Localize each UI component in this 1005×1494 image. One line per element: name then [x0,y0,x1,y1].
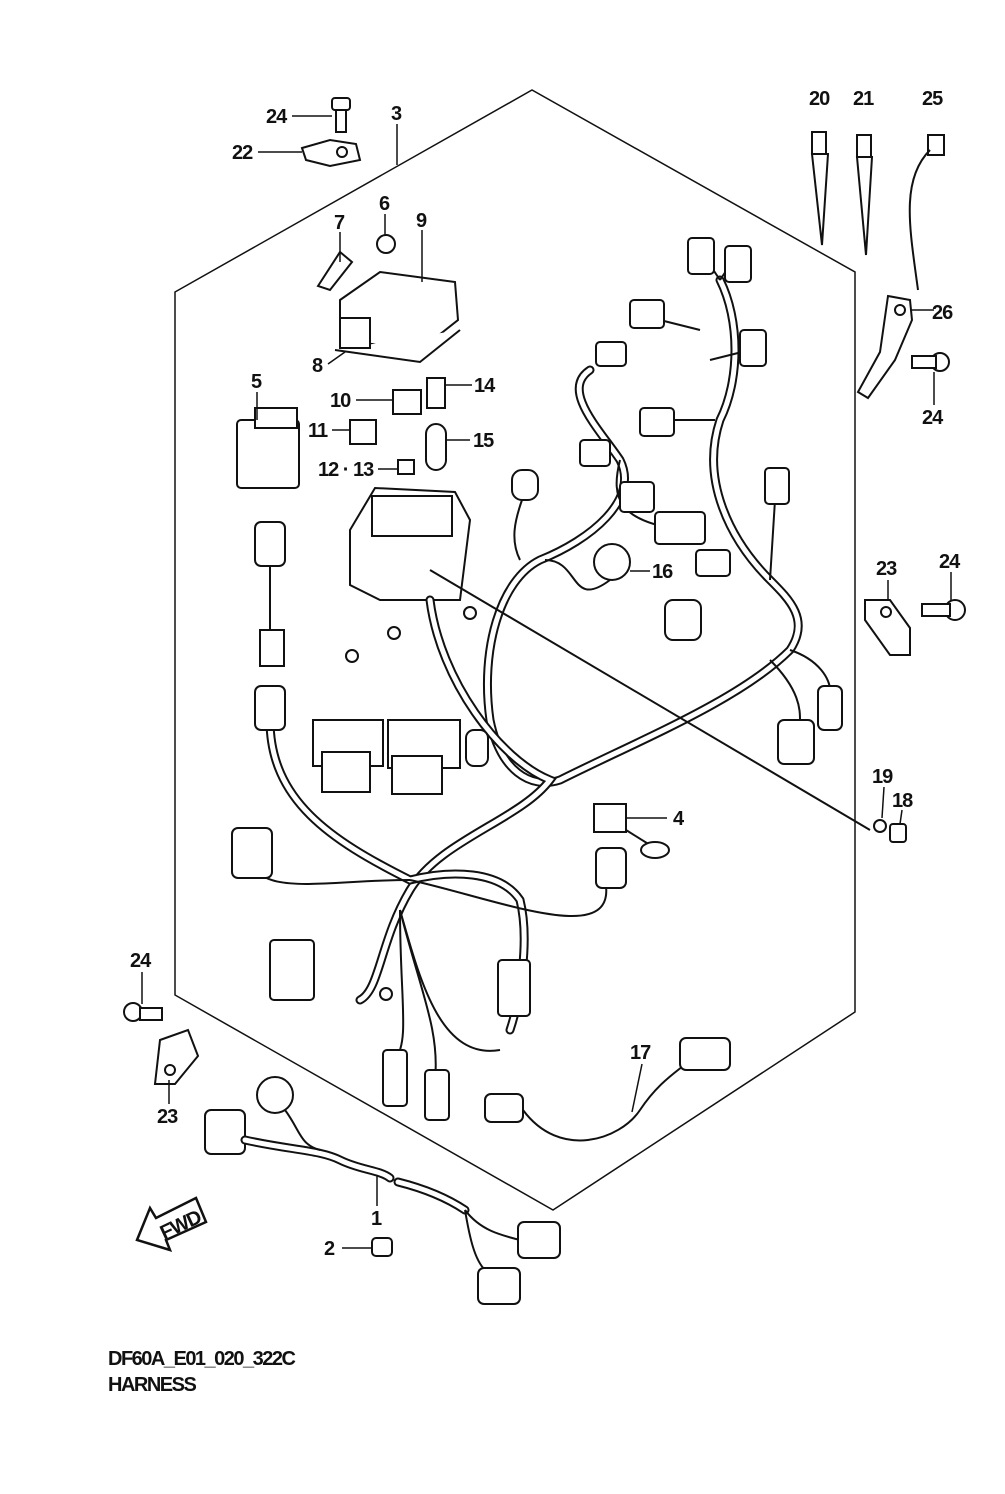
callout-24: 24 [939,551,961,573]
main-harness [249,249,871,1081]
callout-5: 5 [251,371,262,393]
callout-22: 22 [232,142,253,164]
callout-24: 24 [266,106,288,128]
relay-part [236,407,300,489]
callout-21: 21 [853,88,874,110]
callout-12-13: 12 · 13 [318,459,374,481]
assembly-outline [174,89,856,1211]
cable-ties [810,131,945,291]
diagram-code: DF60A_E01_020_322C [108,1348,296,1370]
callout-7: 7 [334,212,345,234]
nut-2 [371,1237,393,1257]
callout-17: 17 [630,1042,651,1064]
relay-11 [349,419,377,445]
callout-1: 1 [371,1208,382,1230]
callout-25: 25 [922,88,943,110]
callout-10: 10 [330,390,351,412]
callout-20: 20 [809,88,830,110]
washer [873,819,887,833]
callout-23: 23 [157,1106,178,1128]
callout-6: 6 [379,193,390,215]
ground-terminal [593,803,670,859]
bolt-24c [123,1002,163,1022]
diagram-title: HARNESS [108,1374,197,1396]
nut [889,823,907,843]
callout-2: 2 [324,1238,335,1260]
bracket-23 [864,599,911,656]
fuse-12-13 [397,459,415,475]
callout-9: 9 [416,210,427,232]
callout-26: 26 [932,302,953,324]
connector [254,521,286,667]
fuse-box-cover [334,270,461,364]
callout-18: 18 [892,790,913,812]
callout-labels: 24 22 3 6 7 9 8 5 10 14 11 15 12 · 13 16… [130,88,962,1260]
bracket-part [300,138,362,168]
cap-15 [425,423,447,471]
bolt-part [331,97,351,133]
harness-1 [204,1076,561,1305]
callout-14: 14 [474,375,496,397]
fuse-14 [426,377,446,409]
callout-3: 3 [391,103,402,125]
callout-4: 4 [673,808,685,830]
bracket-23b [153,1028,200,1085]
bracket-26 [856,294,914,400]
relay-10 [392,389,422,415]
harness-connectors [231,237,843,1121]
fuse-box [349,486,472,601]
bolt-24 [911,352,950,372]
leader-lines [141,115,952,1249]
forward-arrow-icon: FWD [135,1196,208,1252]
callout-19: 19 [872,766,893,788]
callout-11: 11 [308,420,328,442]
callout-24: 24 [922,407,944,429]
callout-23: 23 [876,558,897,580]
callout-24: 24 [130,950,152,972]
harness-17 [484,1037,731,1142]
callout-15: 15 [473,430,494,452]
grommet-part [376,234,396,254]
bolt-24b [921,599,966,621]
clip-part [316,250,354,292]
callout-16: 16 [652,561,673,583]
callout-8: 8 [312,355,323,377]
